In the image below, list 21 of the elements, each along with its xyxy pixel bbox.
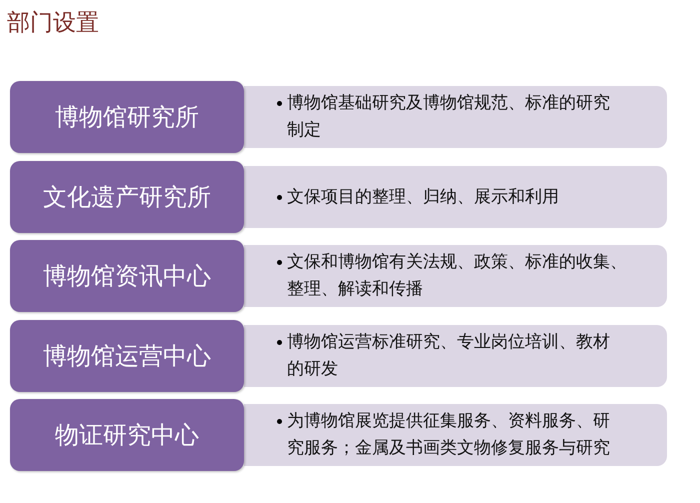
description-box xyxy=(244,404,667,466)
description-box xyxy=(244,166,667,228)
description-text: 文保项目的整理、归纳、展示和利用 xyxy=(287,186,560,208)
description-box xyxy=(244,325,667,387)
department-name: 博物馆研究所 xyxy=(55,104,199,133)
page-title: 部门设置 xyxy=(7,9,99,38)
department-box xyxy=(10,240,244,312)
department-name: 文化遗产研究所 xyxy=(43,184,211,213)
department-box xyxy=(10,81,244,153)
department-box xyxy=(10,320,244,392)
description-text: 文保和博物馆有关法规、政策、标准的收集、整理、解读和传播 xyxy=(287,251,628,301)
department-name: 物证研究中心 xyxy=(55,422,199,451)
department-box xyxy=(10,399,244,471)
description-box xyxy=(244,86,667,148)
department-box xyxy=(10,161,244,233)
description-text: 博物馆基础研究及博物馆规范、标准的研究制定 xyxy=(287,92,611,142)
department-name: 博物馆资讯中心 xyxy=(43,262,211,292)
department-name: 博物馆运营中心 xyxy=(43,342,211,372)
description-text: 博物馆运营标准研究、专业岗位培训、教材的研发 xyxy=(287,331,611,381)
description-box xyxy=(244,245,667,307)
description-text: 为博物馆展览提供征集服务、资料服务、研究服务；金属及书画类文物修复服务与研究 xyxy=(287,410,611,460)
